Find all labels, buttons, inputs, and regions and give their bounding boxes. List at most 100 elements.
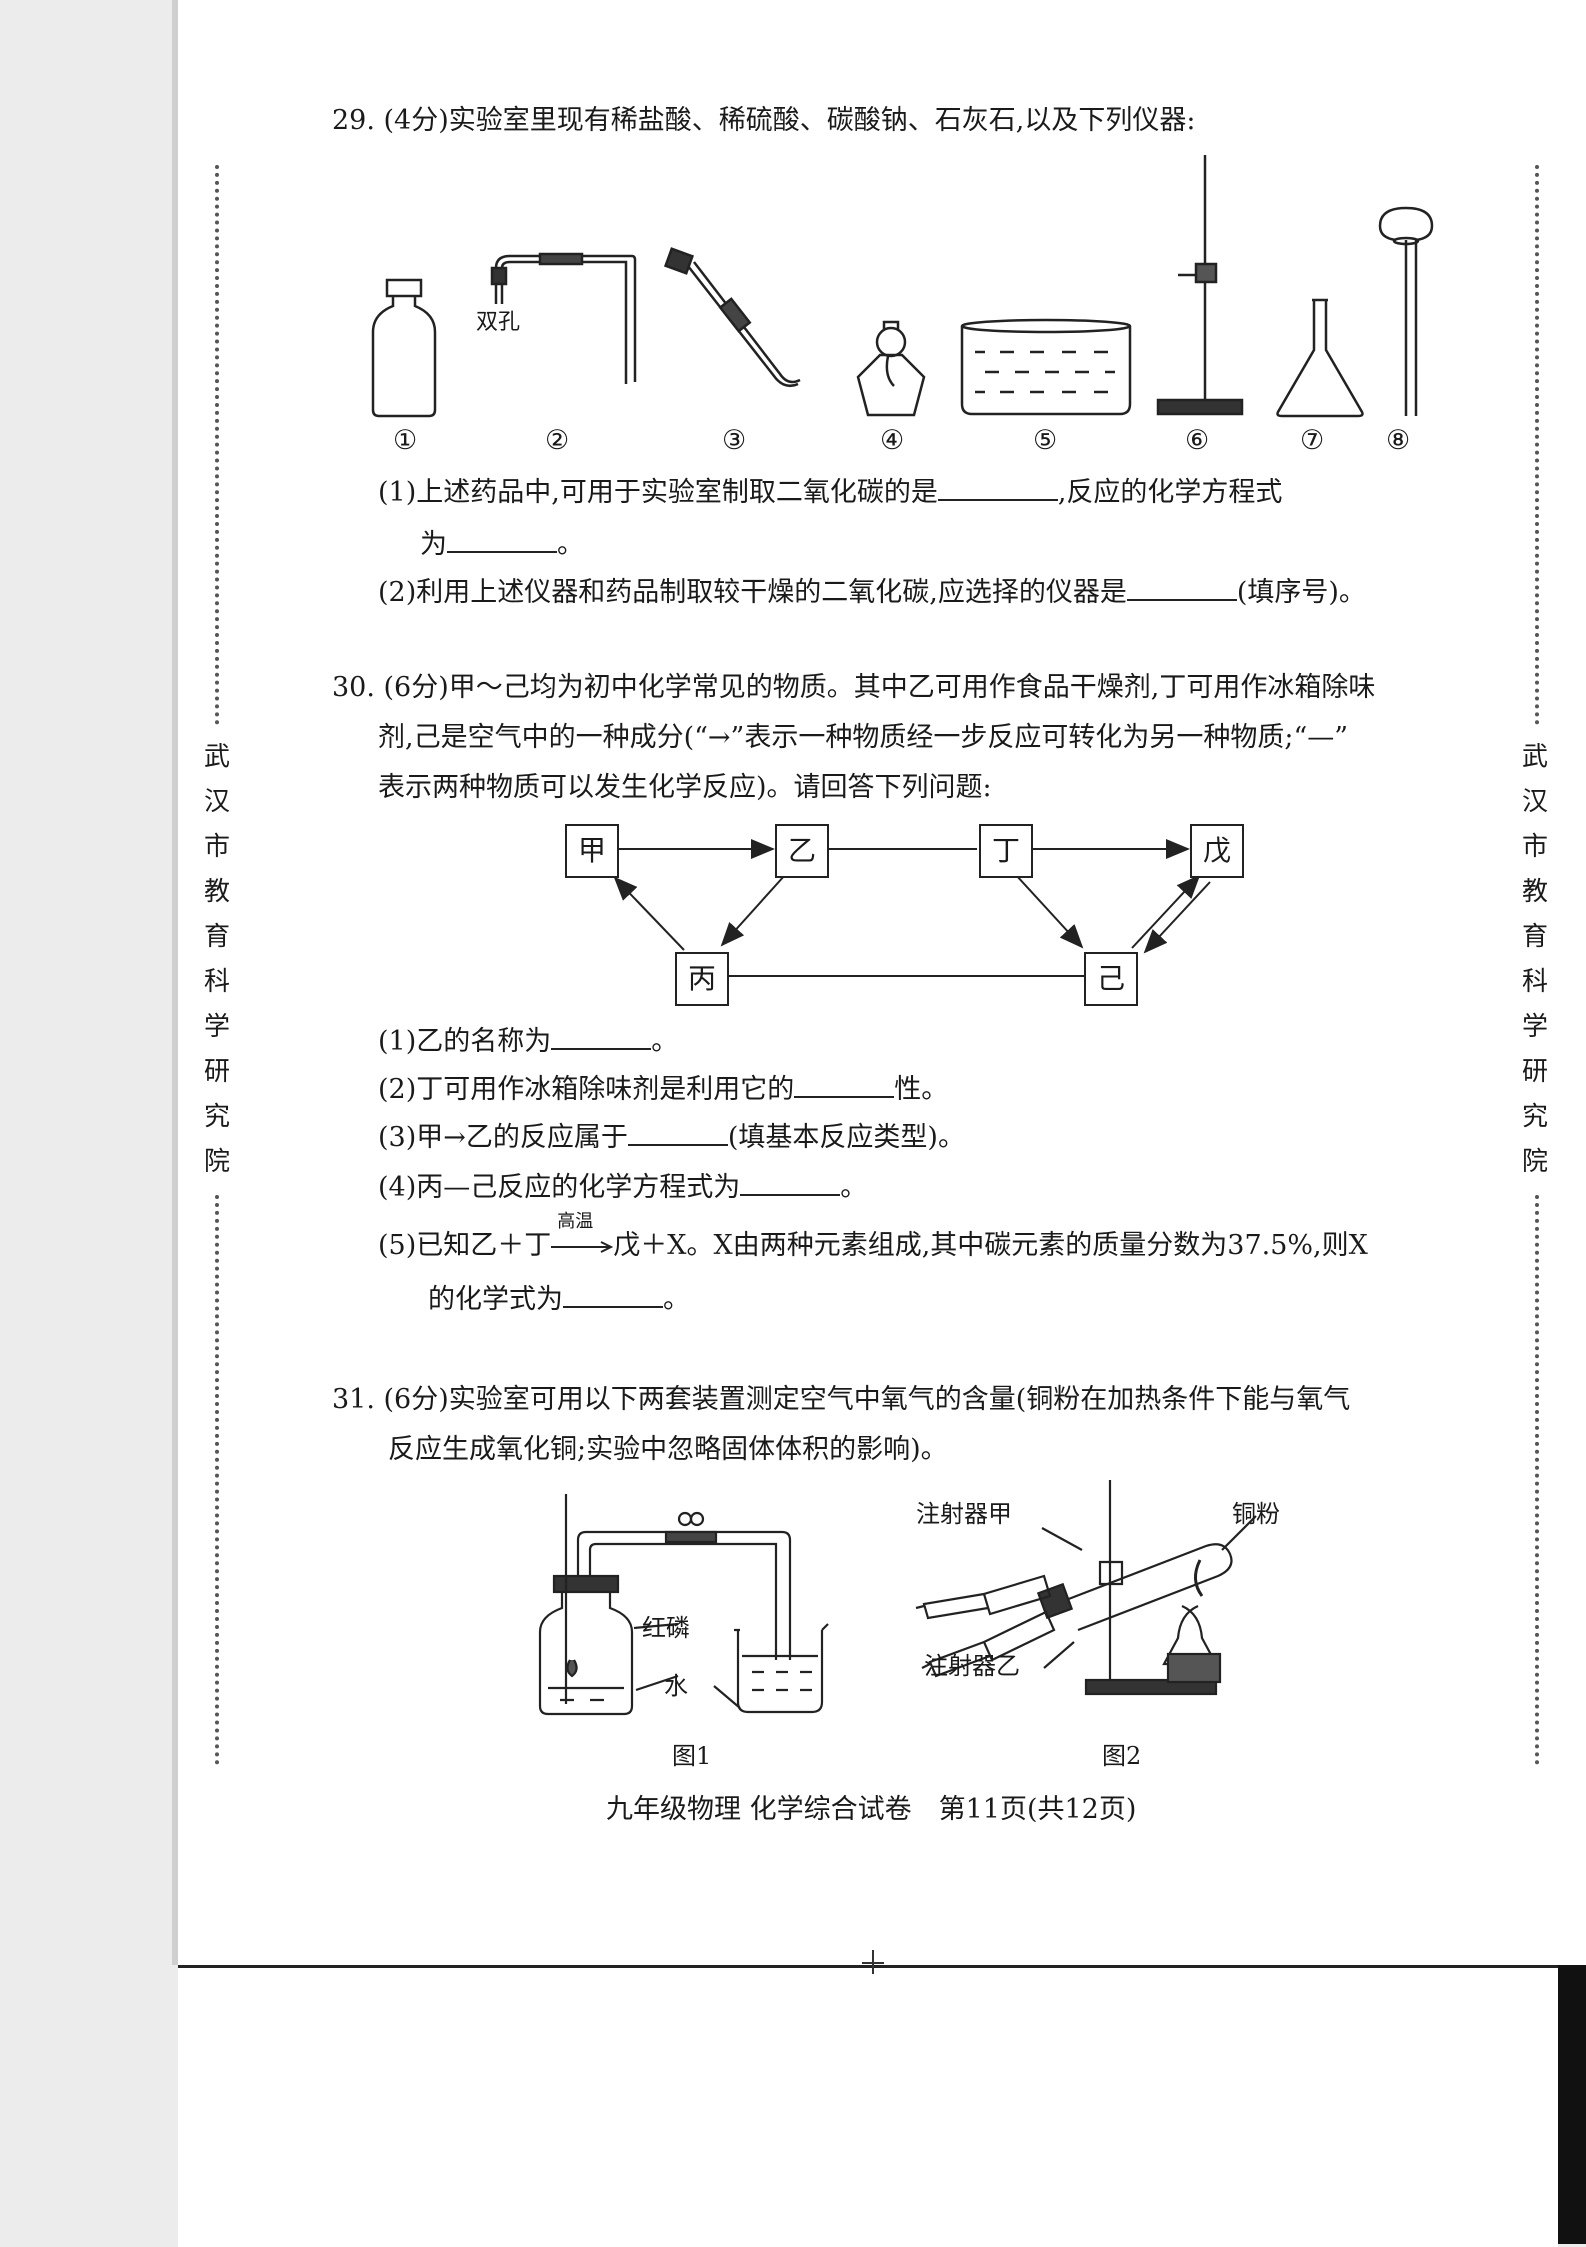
q30-part4: (4)丙—己反应的化学方程式为 。 — [378, 1168, 867, 1206]
q30-p1-blank[interactable] — [551, 1022, 652, 1050]
crop-mark-h — [862, 1962, 884, 1964]
side-label-right: 武汉市教育科学研究院 — [1518, 735, 1552, 1185]
apparatus-number-1: ① — [393, 425, 418, 456]
apparatus-number-4: ④ — [880, 425, 905, 456]
side-label-char: 市 — [203, 832, 230, 862]
apparatus-number-8: ⑧ — [1386, 425, 1411, 456]
scan-bottom-margin — [178, 1965, 1558, 2247]
node-yi: 乙 — [775, 824, 829, 878]
q30-p3-blank[interactable] — [627, 1118, 728, 1146]
q30-p1-text-a: (1)乙的名称为 — [378, 1026, 552, 1057]
side-label-char: 武 — [203, 742, 230, 772]
reaction-condition: 高温 — [557, 1211, 594, 1232]
q29-part2: (2)利用上述仪器和药品制取较干燥的二氧化碳,应选择的仪器是 (填序号)。 — [378, 573, 1366, 611]
q31-stem-line1: 31. (6分)实验室可用以下两套装置测定空气中氧气的含量(铜粉在加热条件下能与… — [332, 1384, 1351, 1415]
side-label-char: 研 — [1521, 1057, 1548, 1087]
figure-2-caption: 图2 — [1102, 1742, 1142, 1770]
q30-part1: (1)乙的名称为 。 — [378, 1022, 678, 1060]
fig1-red-phosphorus-setup — [538, 1494, 829, 1716]
q30-p2-text-a: (2)丁可用作冰箱除味剂是利用它的 — [378, 1074, 795, 1105]
q30-p1-text-b: 。 — [651, 1026, 679, 1057]
binding-dots-right-bottom — [1535, 1195, 1539, 1765]
q29-p1-blank-1[interactable] — [937, 473, 1058, 501]
side-label-char: 学 — [1521, 1012, 1548, 1042]
side-label-char: 研 — [203, 1057, 230, 1087]
apparatus-number-7: ⑦ — [1300, 425, 1325, 456]
node-ji: 己 — [1084, 952, 1138, 1006]
figure-1-caption: 图1 — [672, 1742, 712, 1770]
iron-stand-icon — [1156, 155, 1244, 416]
q29-p1-text-b: ,反应的化学方程式 — [1057, 477, 1283, 508]
reaction-arrow: 高温 — [551, 1211, 614, 1254]
q29-p1-text-a: (1)上述药品中,可用于实验室制取二氧化碳的是 — [378, 477, 938, 508]
scan-black-strip — [1558, 1965, 1586, 2244]
q30-p5-text-c: 的化学式为 — [428, 1284, 563, 1315]
q30-p5-text-a: (5)已知乙＋丁 — [378, 1230, 552, 1261]
side-label-char: 教 — [203, 877, 230, 907]
fig2-copper-powder-setup — [915, 1480, 1257, 1696]
q29-p2-text-b: (填序号)。 — [1236, 577, 1366, 608]
q29-part1-line1: (1)上述药品中,可用于实验室制取二氧化碳的是 ,反应的化学方程式 — [378, 473, 1282, 511]
label-copper-powder: 铜粉 — [1232, 1500, 1280, 1528]
q29-p1-text-c: 为 — [420, 529, 447, 560]
side-label-char: 院 — [203, 1147, 230, 1177]
fig1-flame — [566, 1659, 578, 1678]
q30-part5-line1: (5)已知乙＋丁高温戊＋X。X由两种元素组成,其中碳元素的质量分数为37.5%,… — [378, 1211, 1368, 1264]
fig2-syringe-yi — [921, 1610, 1056, 1678]
binding-dots-left-bottom — [215, 1195, 219, 1765]
hole-label: 双孔 — [476, 310, 521, 335]
q30-p4-text-b: 。 — [840, 1172, 868, 1203]
side-label-char: 育 — [203, 922, 230, 952]
q29-p1-text-d: 。 — [557, 529, 584, 560]
q30-part5-line2: 的化学式为 。 — [428, 1280, 690, 1318]
q29-p1-blank-2[interactable] — [447, 525, 557, 553]
q30-p5-text-d: 。 — [663, 1284, 690, 1315]
q30-p5-text-b: 戊＋X。X由两种元素组成,其中碳元素的质量分数为37.5%,则X — [613, 1230, 1368, 1261]
side-label-char: 究 — [1521, 1102, 1548, 1132]
label-water: 水 — [664, 1672, 688, 1700]
side-label-char: 市 — [1521, 832, 1548, 862]
q30-p4-blank[interactable] — [740, 1168, 841, 1196]
side-label-char: 科 — [203, 967, 230, 997]
label-syringe-yi: 注射器乙 — [924, 1652, 1020, 1680]
q29-stem: 29. (4分)实验室里现有稀盐酸、稀硫酸、碳酸钠、石灰石,以及下列仪器: — [332, 105, 1196, 136]
conical-flask-icon — [1276, 298, 1364, 418]
q29-p2-text-a: (2)利用上述仪器和药品制取较干燥的二氧化碳,应选择的仪器是 — [378, 577, 1127, 608]
fig2-glass-tube — [1065, 1543, 1233, 1632]
q30-stem-line1: 30. (6分)甲～己均为初中化学常见的物质。其中乙可用作食品干燥剂,丁可用作冰… — [332, 672, 1376, 703]
q30-stem-line3: 表示两种物质可以发生化学反应)。请回答下列问题: — [378, 772, 992, 803]
delivery-tube-icon — [663, 247, 801, 387]
q30-part3: (3)甲→乙的反应属于(填基本反应类型)。 — [378, 1118, 965, 1156]
long-arrow-icon — [551, 1241, 614, 1253]
side-label-char: 汉 — [1521, 787, 1548, 817]
apparatus-number-6: ⑥ — [1185, 425, 1210, 456]
arrow-bing-to-jia — [613, 876, 685, 951]
label-red-phosphorus: 红磷 — [642, 1614, 690, 1642]
side-label-char: 武 — [1521, 742, 1548, 772]
apparatus-number-2: ② — [545, 425, 570, 456]
q30-part2: (2)丁可用作冰箱除味剂是利用它的性。 — [378, 1070, 948, 1108]
exam-page — [178, 0, 1586, 1965]
page-footer: 九年级物理 化学综合试卷 第11页(共12页) — [606, 1794, 1137, 1825]
side-label-char: 院 — [1521, 1147, 1548, 1177]
fig2-syringe-jia — [915, 1574, 1052, 1620]
two-hole-stopper-tube-icon — [490, 252, 637, 384]
q30-p4-text-a: (4)丙—己反应的化学方程式为 — [378, 1172, 741, 1203]
fig2-block — [1166, 1652, 1222, 1684]
node-wu: 戊 — [1190, 824, 1244, 878]
side-label-left: 武汉市教育科学研究院 — [200, 735, 234, 1185]
q30-p2-blank[interactable] — [794, 1070, 895, 1098]
q30-stem-line2: 剂,己是空气中的一种成分(“→”表示一种物质经一步反应可转化为另一种物质;“—” — [378, 722, 1349, 753]
node-ding: 丁 — [979, 824, 1033, 878]
fig1-beaker — [734, 1623, 829, 1714]
side-label-char: 教 — [1521, 877, 1548, 907]
alcohol-lamp-icon — [856, 320, 926, 417]
reagent-bottle-icon — [371, 278, 437, 418]
q29-p2-blank[interactable] — [1126, 573, 1237, 601]
side-label-char: 育 — [1521, 922, 1548, 952]
q30-p5-blank[interactable] — [563, 1280, 663, 1308]
side-label-char: 学 — [203, 1012, 230, 1042]
